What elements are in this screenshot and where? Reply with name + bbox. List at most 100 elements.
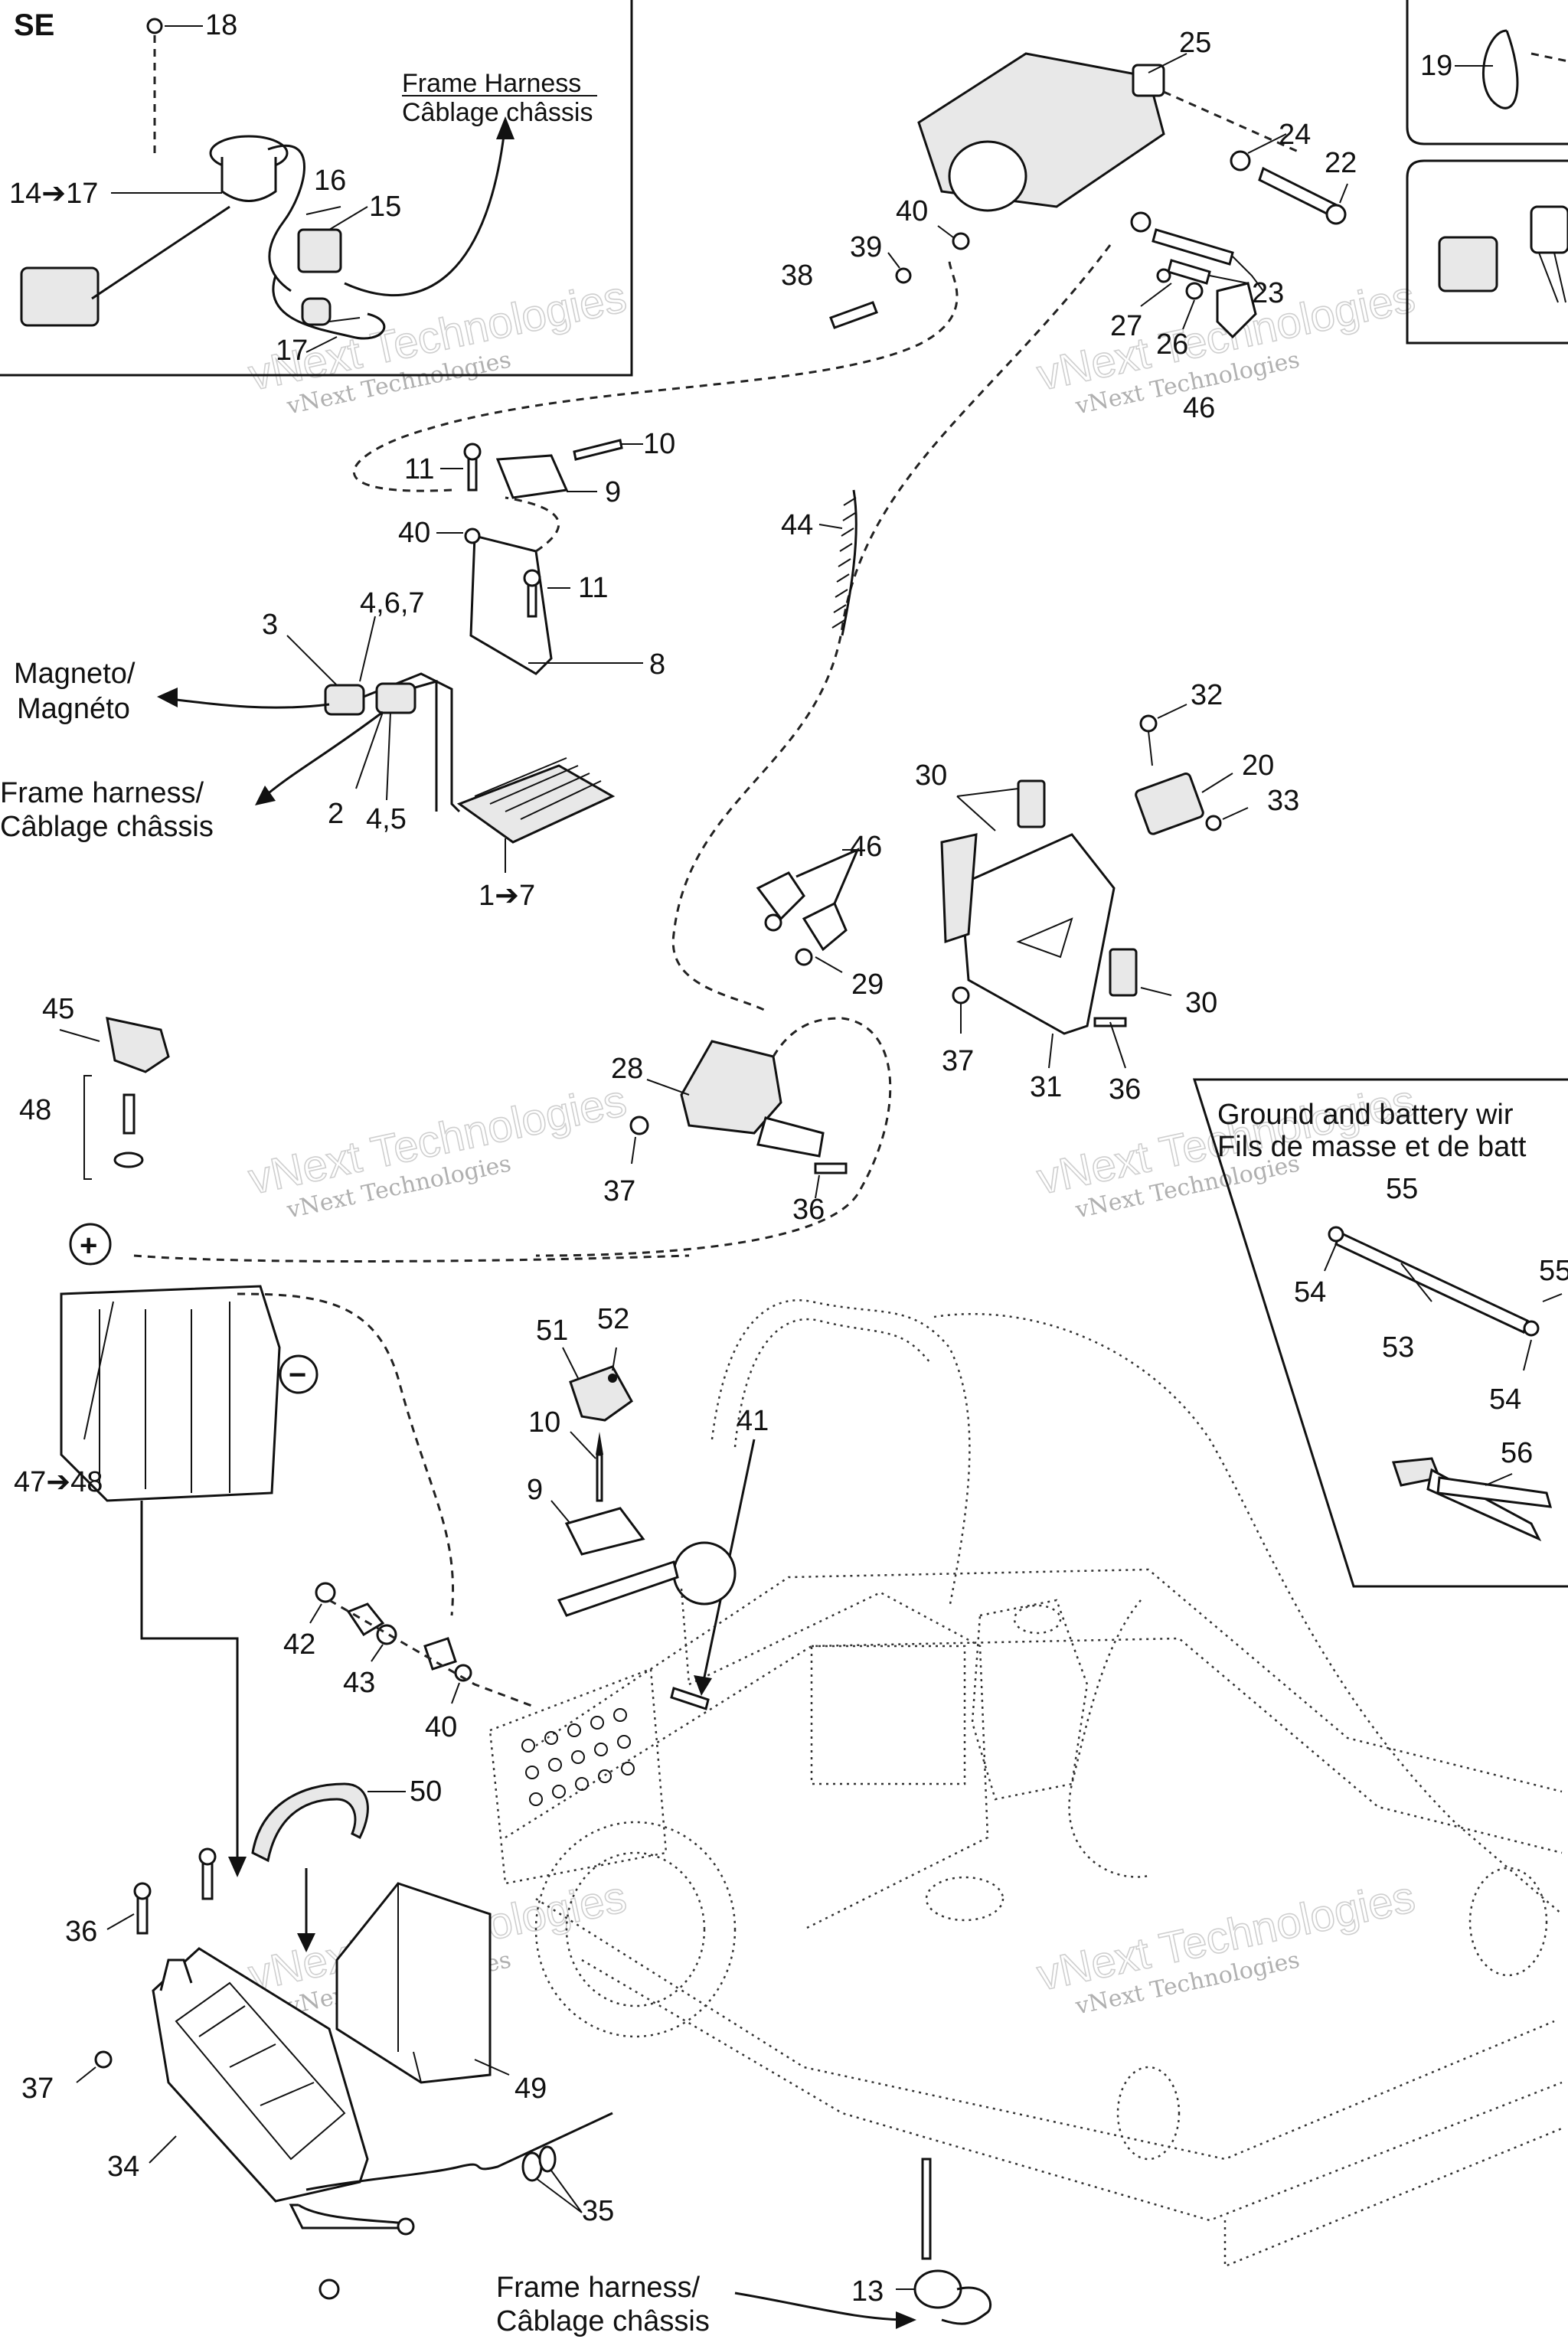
starter-cable [671,244,1112,1012]
sender-body [220,157,277,202]
connector-2 [375,682,416,714]
boot-46 [1216,282,1257,339]
washer-40b [464,528,481,544]
callout-34: 34 [107,2151,139,2183]
callout-9-mid: 9 [527,1474,543,1506]
bracket-8 [469,534,553,675]
callout-37-mid: 37 [942,1045,974,1077]
callout-52: 52 [597,1303,629,1335]
callout-33: 33 [1267,785,1299,817]
callout-31: 31 [1030,1071,1062,1103]
callout-37-low: 37 [21,2073,54,2105]
callout-40-top: 40 [896,195,928,227]
callout-17: 17 [276,335,308,367]
battery-minus: − [289,1358,306,1392]
callout-55-right: 55 [1539,1255,1568,1287]
bolt-23b [1167,259,1211,285]
battery-minus-symbol [279,1354,318,1394]
terminal-40c [423,1637,457,1671]
sleeve-30c [1109,948,1138,997]
nut-37c [94,2050,113,2069]
bracket-strip [557,1560,679,1617]
pin-10a [573,439,623,461]
callout-47-48: 47➔48 [14,1466,103,1498]
inset-top-right [1406,0,1568,345]
callout-10-mid: 10 [528,1406,560,1439]
callout-48: 48 [19,1094,51,1126]
washer-35b [538,2145,557,2173]
screw-48 [122,1093,136,1135]
perforated-panel [488,1668,668,1885]
bolt-23a [1152,228,1234,266]
magneto-label-2: Magnéto [17,693,130,725]
magneto-label-1: Magneto/ [14,658,136,690]
frame-harness-13 [734,2158,992,2329]
frame-harness-bottom-1: Frame harness/ [496,2272,701,2304]
screw-11a [467,454,478,492]
boot-46b [756,871,805,921]
callout-3: 3 [262,609,278,641]
foam-30a [940,833,978,944]
callout-14-17: 14➔17 [9,178,98,210]
nut-37b [629,1116,649,1135]
battery-plus-symbol [69,1223,112,1266]
boot-46c [802,901,848,952]
solenoid-body [680,1040,782,1135]
washer-24 [1230,150,1251,172]
nut-42 [315,1582,336,1603]
condenser [672,1541,737,1606]
callout-numbers: 18 14➔17 16 15 17 25 24 22 23 40 39 38 2… [9,9,1568,2308]
callout-42: 42 [283,1628,315,1661]
callout-40-low: 40 [425,1711,457,1743]
screw-41 [670,1687,710,1710]
washer-40c [454,1664,472,1682]
callout-16: 16 [314,165,346,197]
callout-36-sol: 36 [792,1194,825,1226]
callout-13: 13 [851,2275,884,2308]
terminal-43a [346,1602,385,1637]
clamp-9b [564,1507,645,1556]
callout-41: 41 [737,1405,769,1437]
nut-26 [1185,282,1204,300]
connector-51 [569,1365,633,1422]
connector-small [1438,236,1498,292]
callout-51: 51 [536,1315,568,1347]
callout-32: 32 [1191,679,1223,711]
solenoid-bracket [940,779,1172,1069]
callout-30-mid: 30 [1185,987,1217,1019]
clamp-9a [495,454,569,499]
frame-engine [488,1299,1563,2268]
inset-se: SE Frame Harness Câblage châssis [0,0,633,377]
callout-19: 19 [1420,50,1452,82]
battery-plus: + [80,1229,97,1263]
callout-11-top: 11 [404,453,434,485]
inset-frame-harness-en: Frame Harness [402,69,581,98]
callout-38: 38 [781,260,813,292]
callout-54-left: 54 [1294,1276,1326,1308]
callout-26: 26 [1156,328,1188,361]
callout-46-mid: 46 [850,831,882,863]
ground-wires-en: Ground and battery wir [1217,1099,1514,1131]
battery: + − [59,1017,690,1616]
callout-9-top: 9 [605,476,621,508]
connector-mating [1530,205,1568,254]
connector-52 [608,1374,617,1383]
callout-29: 29 [851,969,884,1001]
frame-harness-left-1: Frame harness/ [0,777,204,809]
callout-54-right: 54 [1489,1383,1521,1416]
ground-bolt [318,2278,340,2300]
callout-4-6-7: 4,6,7 [360,587,425,619]
regulator-body [456,764,616,844]
callout-35: 35 [582,2195,614,2227]
callout-18: 18 [205,9,237,41]
callout-4-5: 4,5 [366,803,407,835]
sender-float [20,266,100,327]
callout-11-mid: 11 [578,572,608,604]
connector-3 [324,684,365,716]
screw-36b [814,1162,848,1174]
cable-53 [1334,1230,1529,1334]
ground-battery-wires-panel: Ground and battery wir Fils de masse et … [1192,1078,1568,1588]
callout-1-7: 1➔7 [479,880,535,912]
callout-2: 2 [328,798,344,830]
